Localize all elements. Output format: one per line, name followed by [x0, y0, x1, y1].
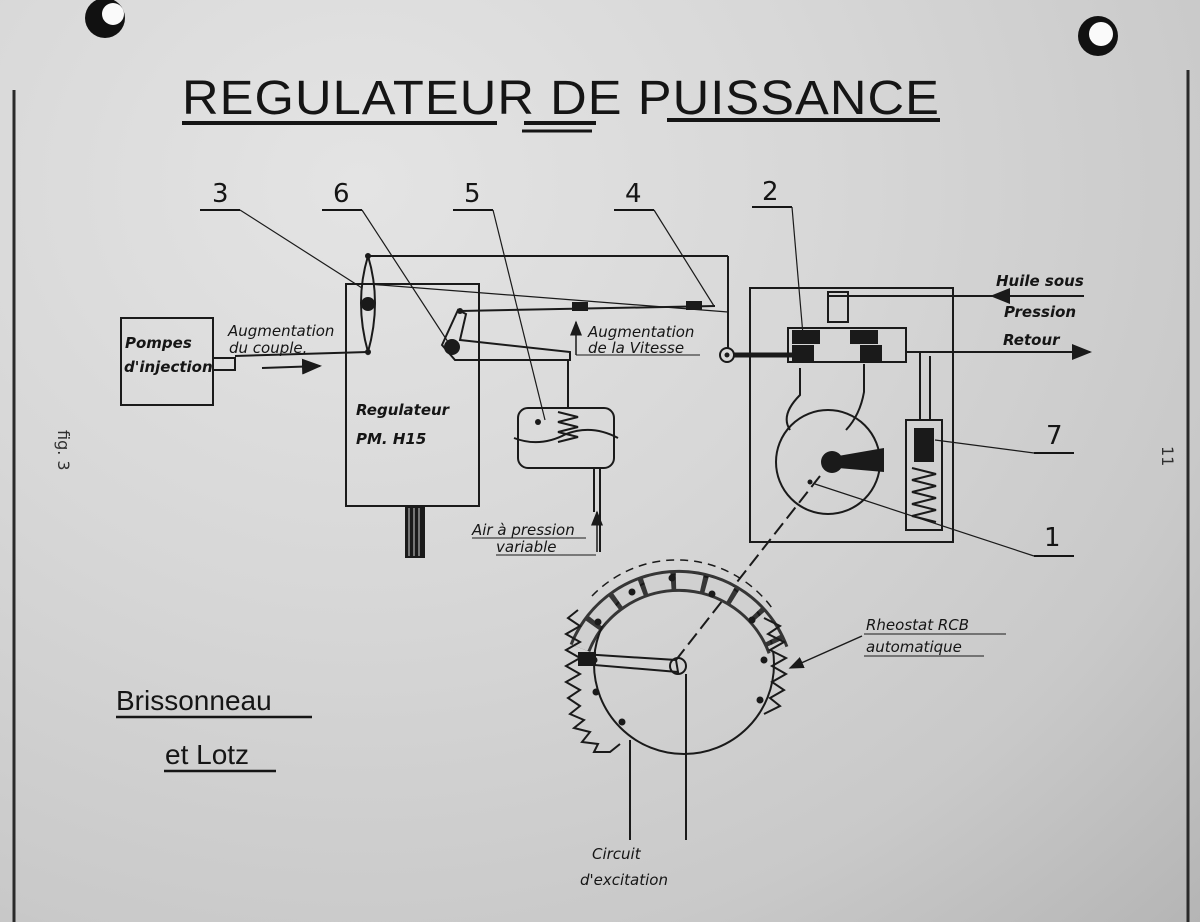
- rheostat-label-1: Rheostat RCB: [866, 616, 969, 634]
- speed-label-2: de la Vitesse: [588, 339, 684, 357]
- servo-cylinder: [787, 327, 907, 363]
- torque-label-2: du couple.: [229, 339, 307, 357]
- rheostat-resistor-right: [763, 617, 789, 715]
- regulator-box: [345, 283, 480, 507]
- oil-label-1: Huile sous: [996, 272, 1084, 290]
- spring-housing-7: [905, 419, 943, 531]
- rheostat-resistor-left: [563, 609, 621, 753]
- speed-rod-collars: [572, 301, 702, 311]
- pin-hole-left-highlight: [102, 3, 124, 25]
- page-number: 11: [1158, 446, 1177, 466]
- callout-7: 7: [1046, 421, 1063, 451]
- torque-label-1: Augmentation: [227, 322, 334, 340]
- circuit-label-2: d'excitation: [580, 871, 668, 889]
- regulator-label-1: Regulateur: [356, 401, 451, 419]
- bellcrank-6: [440, 308, 571, 361]
- pumps-label-2: d'injection: [124, 358, 213, 376]
- page-title: REGULATEUR DE PUISSANCE: [182, 72, 940, 125]
- speed-label-1: Augmentation: [587, 323, 694, 341]
- pumps-label-1: Pompes: [125, 334, 192, 352]
- callout-4: 4: [625, 179, 642, 209]
- maker-name-2: et Lotz: [165, 739, 249, 770]
- circuit-label-1: Circuit: [592, 845, 642, 863]
- air-label-2: variable: [496, 538, 557, 556]
- diaphragm-chamber: [517, 407, 615, 469]
- flyweight-hub: [821, 451, 843, 473]
- shaft-knurl: [408, 508, 420, 556]
- callout-3: 3: [212, 179, 229, 209]
- callout-1: 1: [1044, 523, 1061, 553]
- servo-block: [749, 287, 954, 543]
- flyweight-arm: [838, 448, 884, 472]
- rheostat-wiper: [581, 652, 680, 674]
- regulator-shaft: [405, 506, 425, 558]
- air-label-1: Air à pression: [471, 521, 575, 539]
- rheostat-dashed-arc: [591, 559, 773, 609]
- torque-arrow: [261, 358, 322, 375]
- figure-number: fig. 3: [54, 430, 73, 471]
- diaphragm-spring: [557, 411, 579, 443]
- return-label: Retour: [1003, 331, 1061, 349]
- rheostat-label-2: automatique: [866, 638, 962, 656]
- pivot-3: [361, 297, 375, 311]
- pumps-stub: [212, 357, 236, 371]
- callout-2: 2: [762, 177, 779, 207]
- pin-hole-right-highlight: [1089, 22, 1113, 46]
- callout-6: 6: [333, 179, 350, 209]
- callout-5: 5: [464, 179, 481, 209]
- maker-name-1: Brissonneau: [116, 685, 272, 716]
- regulator-label-2: PM. H15: [356, 430, 426, 448]
- oil-label-2: Pression: [1004, 303, 1076, 321]
- spring-7: [911, 467, 937, 523]
- rheostat-arrow: [788, 635, 863, 669]
